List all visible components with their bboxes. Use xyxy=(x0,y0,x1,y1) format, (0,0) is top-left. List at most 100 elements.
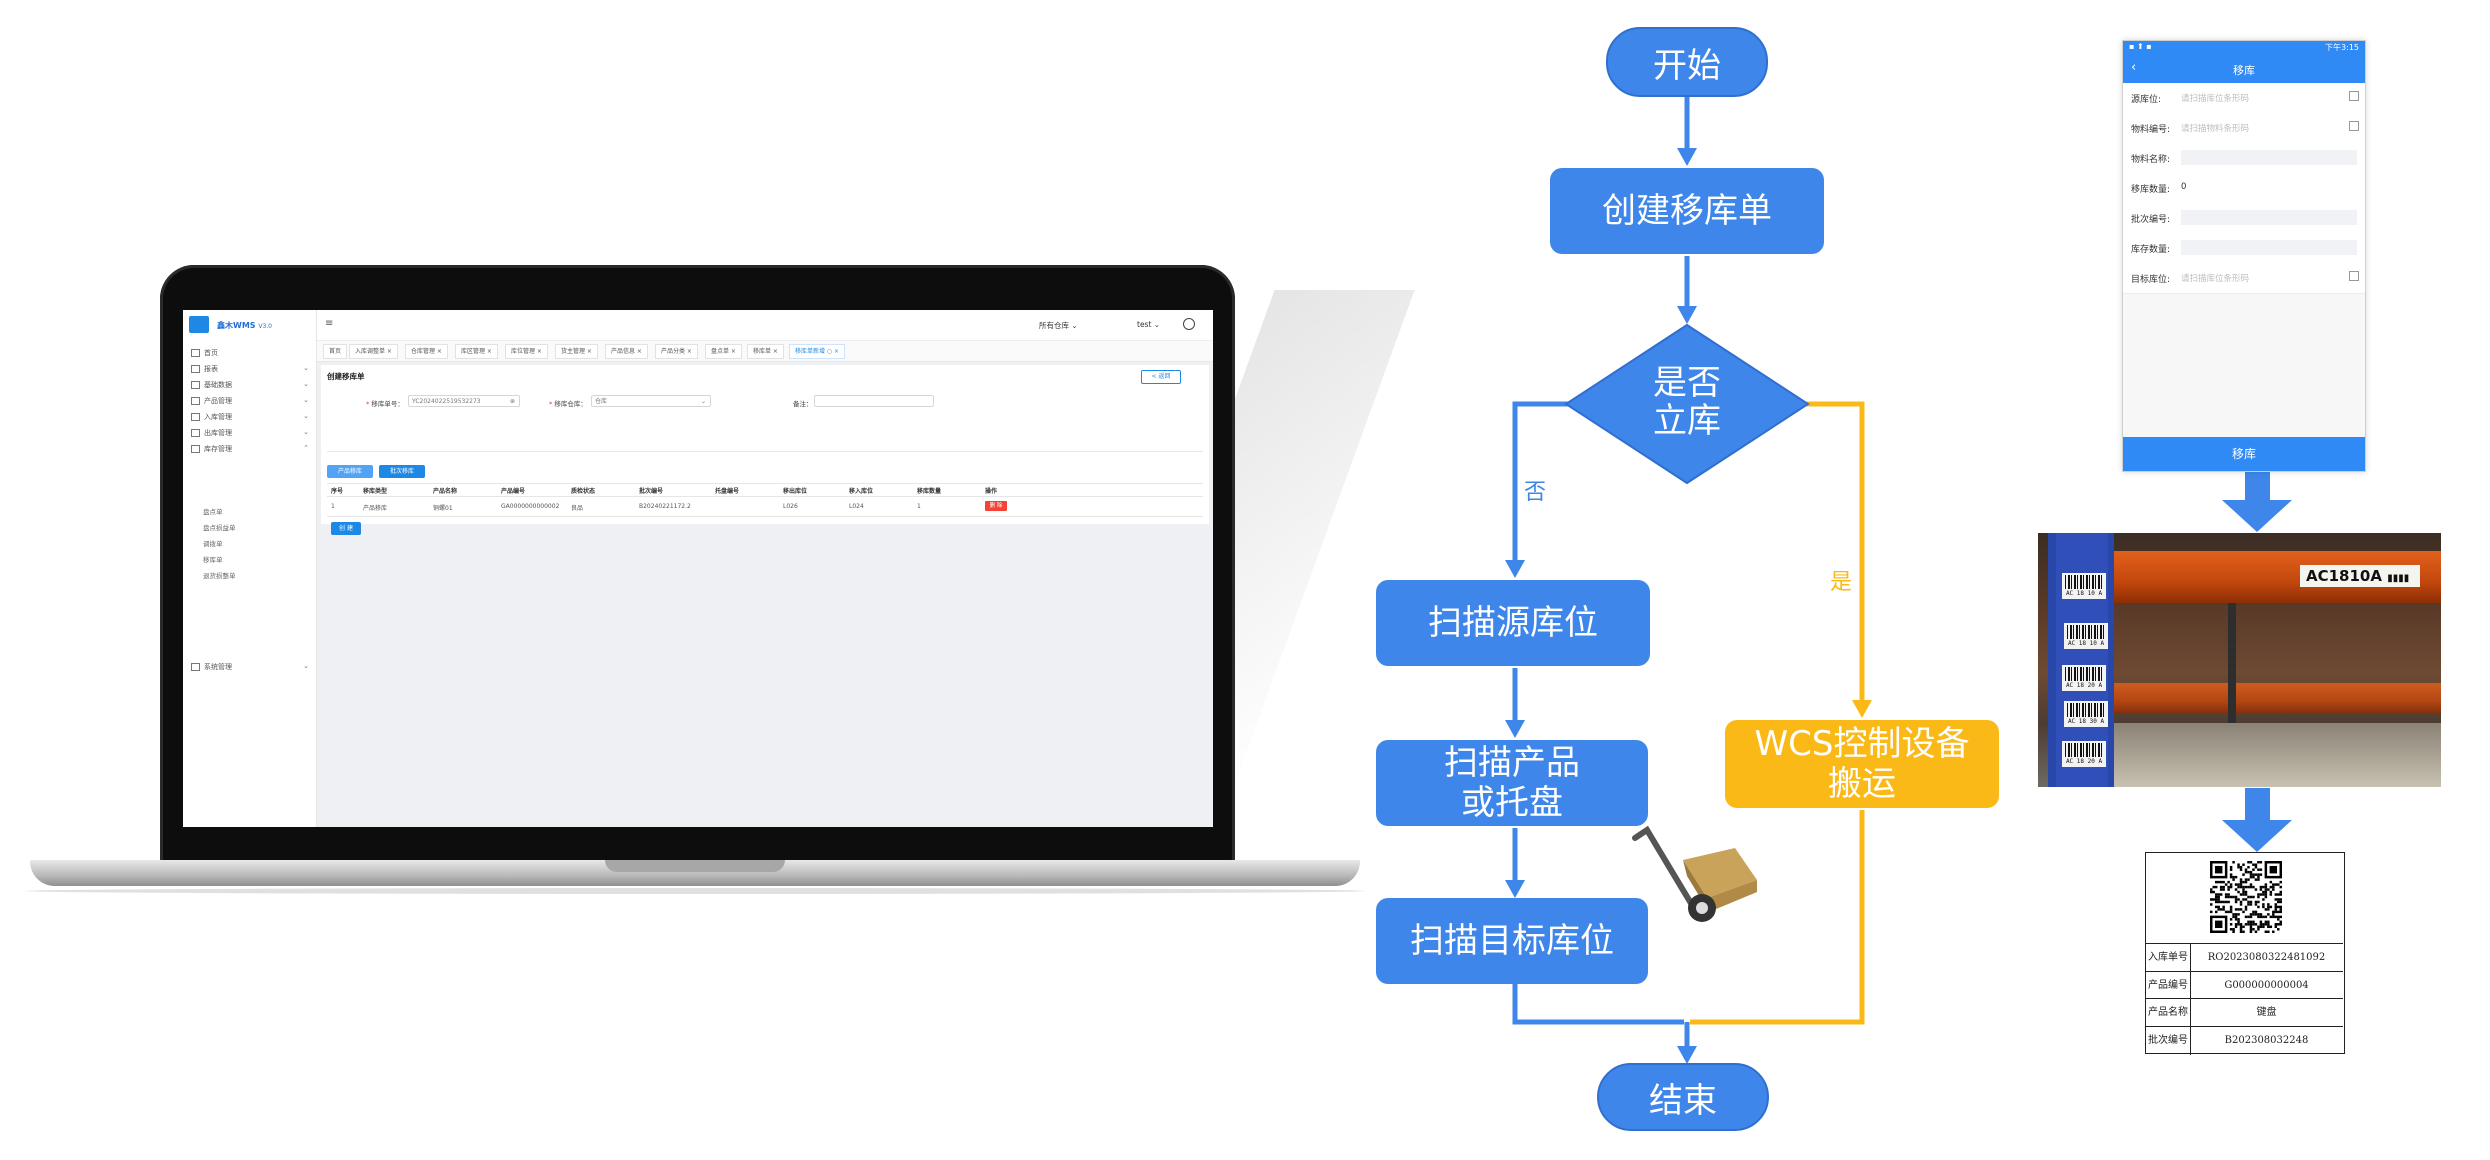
barcode-text: AC 18 10 A xyxy=(2067,640,2105,647)
warehouse-select[interactable]: 所有仓库 ⌄ xyxy=(1039,321,1078,330)
sidebar-icon xyxy=(191,349,200,357)
flow-scan-target: 扫描目标库位 xyxy=(1376,898,1648,984)
branch-yes-label: 是 xyxy=(1830,570,1853,595)
laptop-foot xyxy=(25,888,1365,894)
create-button[interactable]: 创 建 xyxy=(331,522,361,535)
remark-input[interactable] xyxy=(814,395,934,407)
form-card: 创建移库单 < 返回 * 移库单号： YC2024022519532273⊗ *… xyxy=(321,365,1209,505)
form-row[interactable]: 物料名称: xyxy=(2123,143,2365,174)
sidebar-item-label: 库存管理 xyxy=(204,445,232,453)
move-no-input[interactable]: YC2024022519532273⊗ xyxy=(408,395,520,407)
table-cell: 良品 xyxy=(571,505,584,512)
table-header-cell: 移库类型 xyxy=(363,488,388,495)
page-title: 创建移库单 xyxy=(327,372,365,381)
sidebar-item-system[interactable]: 系统管理 ⌄ xyxy=(191,662,311,676)
barcode-tag: AC 18 30 A xyxy=(2064,701,2108,727)
tab[interactable]: 移库单新增 ○ × xyxy=(789,344,846,359)
form-row[interactable]: 物料编号: 请扫描物料条形码 xyxy=(2123,113,2365,144)
scan-icon[interactable] xyxy=(2349,91,2359,101)
scan-input[interactable]: 请扫描库位条形码 xyxy=(2181,94,2250,104)
tab-bar: 首页入库调整单 × 仓库管理 × 库区管理 × 库位管理 × 货主管理 × 产品信息 × 产… xyxy=(317,341,1213,362)
arrow-phone-photo xyxy=(2222,468,2292,532)
table-cell: 1 xyxy=(331,503,335,510)
readonly-field xyxy=(2181,240,2357,255)
flow-arrows xyxy=(1512,96,1865,1048)
phone-title: 移库 xyxy=(2233,64,2255,77)
sidebar-item-label: 入库管理 xyxy=(204,413,232,421)
tab[interactable]: 产品信息 × xyxy=(605,344,648,359)
form-label: 物料名称: xyxy=(2131,155,2171,165)
tab[interactable]: 仓库管理 × xyxy=(405,344,448,359)
sidebar-item[interactable]: 基础数据⌄ xyxy=(191,380,311,394)
form-label: 物料编号: xyxy=(2131,125,2171,135)
scan-icon[interactable] xyxy=(2349,121,2359,131)
barcode-text: AC 18 20 A xyxy=(2065,758,2103,765)
line-target-merge xyxy=(1512,984,1684,1025)
scan-icon[interactable] xyxy=(2349,271,2359,281)
topbar: ≡ 所有仓库 ⌄ test ⌄ xyxy=(317,310,1213,341)
batch-move-button[interactable]: 批次移库 xyxy=(379,465,425,478)
main-content: 创建移库单 < 返回 * 移库单号： YC2024022519532273⊗ *… xyxy=(317,362,1213,827)
move-warehouse-select[interactable]: 仓库⌄ xyxy=(591,395,711,407)
scan-product-line-2: 或托盘 xyxy=(1461,783,1563,823)
scan-input[interactable]: 请扫描物料条形码 xyxy=(2181,124,2250,134)
qr-code-icon xyxy=(2210,861,2282,933)
status-time: 下午3:15 xyxy=(2325,43,2359,52)
barcode-tag: AC 18 20 A xyxy=(2062,665,2106,691)
sidebar-subitem[interactable]: 退货损整单 xyxy=(203,572,236,580)
arrow-heads xyxy=(1505,148,2292,1064)
label-value: 键盘 xyxy=(2256,1007,2277,1018)
product-move-button[interactable]: 产品移库 xyxy=(327,465,373,478)
tab[interactable]: 产品分类 × xyxy=(655,344,698,359)
sidebar-item[interactable]: 库存管理⌃ xyxy=(191,444,311,458)
back-button[interactable]: < 返回 xyxy=(1141,370,1181,384)
form-row[interactable]: 源库位: 请扫描库位条形码 xyxy=(2123,83,2365,114)
form-row[interactable]: 批次编号: xyxy=(2123,203,2365,234)
form-row[interactable]: 目标库位: 请扫描库位条形码 xyxy=(2123,263,2365,294)
globe-icon[interactable] xyxy=(1183,318,1195,330)
sidebar-subitem[interactable]: 移库单 xyxy=(203,556,223,564)
sidebar-item[interactable]: 入库管理⌄ xyxy=(191,412,311,426)
barcode-icon xyxy=(2067,625,2105,639)
sidebar-item[interactable]: 出库管理⌄ xyxy=(191,428,311,442)
chevron-icon: ⌄ xyxy=(303,396,309,404)
sidebar-item-label: 出库管理 xyxy=(204,429,232,437)
table-header-cell: 产品编号 xyxy=(501,488,526,495)
sidebar-item[interactable]: 产品管理⌄ xyxy=(191,396,311,410)
barcode-tag: AC 18 20 A xyxy=(2062,741,2106,767)
rack-beam-mid xyxy=(2114,683,2441,713)
sidebar-subitem[interactable]: 盘点损益单 xyxy=(203,524,236,532)
app-logo-icon xyxy=(189,316,209,333)
tab[interactable]: 库位管理 × xyxy=(505,344,548,359)
move-submit-button[interactable]: 移库 xyxy=(2123,437,2365,471)
tab[interactable]: 移库单 × xyxy=(747,344,784,359)
sidebar-item[interactable]: 首页 xyxy=(191,348,311,362)
form-label: 目标库位: xyxy=(2131,275,2171,285)
user-menu[interactable]: test ⌄ xyxy=(1137,320,1161,329)
menu-toggle-icon[interactable]: ≡ xyxy=(325,318,334,329)
tab[interactable]: 货主管理 × xyxy=(555,344,598,359)
tab[interactable]: 库区管理 × xyxy=(455,344,498,359)
sidebar-subitem[interactable]: 盘点单 xyxy=(203,508,223,516)
form-row[interactable]: 移库数量:0 xyxy=(2123,173,2365,204)
tab[interactable]: 入库调整单 × xyxy=(349,344,398,359)
branch-no-label: 否 xyxy=(1524,480,1547,505)
decision-diamond xyxy=(1564,323,1810,485)
sidebar-icon xyxy=(191,663,200,671)
barcode-tag: AC 18 10 A xyxy=(2062,573,2106,599)
sidebar: 鑫木WMS V3.0 首页报表⌄基础数据⌄产品管理⌄入库管理⌄出库管理⌄库存管理… xyxy=(183,310,317,827)
delete-row-button[interactable]: 删 除 xyxy=(985,501,1007,511)
scan-input[interactable]: 请扫描库位条形码 xyxy=(2181,274,2250,284)
tab[interactable]: 盘点单 × xyxy=(705,344,742,359)
tab[interactable]: 首页 xyxy=(323,344,348,359)
wcs-line-2: 搬运 xyxy=(1828,764,1896,804)
table-header-cell: 操作 xyxy=(985,488,998,495)
sidebar-subitem[interactable]: 调拨单 xyxy=(203,540,223,548)
sidebar-item[interactable]: 报表⌄ xyxy=(191,364,311,378)
form-row[interactable]: 库存数量: xyxy=(2123,233,2365,264)
back-arrow-icon[interactable]: ‹ xyxy=(2131,60,2137,75)
form-label: 源库位: xyxy=(2131,95,2162,105)
sidebar-icon xyxy=(191,381,200,389)
sidebar-icon xyxy=(191,445,200,453)
